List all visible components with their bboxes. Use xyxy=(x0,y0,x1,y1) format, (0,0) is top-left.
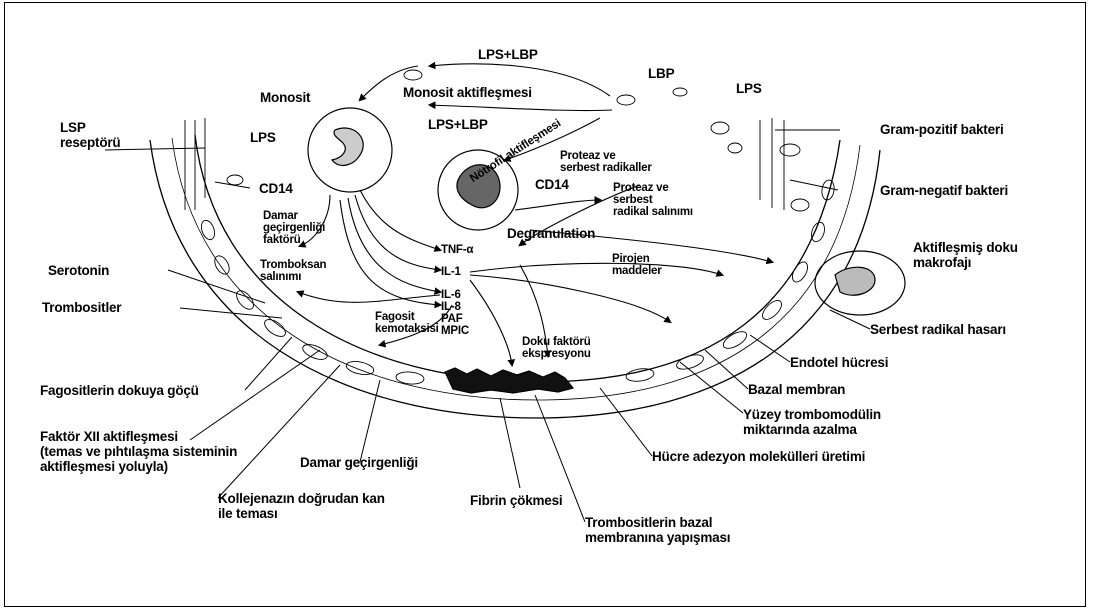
label-fibrin: Fibrin çökmesi xyxy=(470,493,562,508)
label-serotonin: Serotonin xyxy=(48,263,109,278)
label-proteaz-radikaller: Proteaz ve serbest radikaller xyxy=(560,150,652,174)
label-damar-gecirgenligi: Damar geçirgenliği xyxy=(300,455,418,470)
label-damar-gecirgenligi-faktoru: Damar geçirgenliği faktörü xyxy=(263,210,325,246)
label-cd14-left: CD14 xyxy=(259,181,293,196)
label-doku-faktoru: Doku faktörü ekspresyonu xyxy=(522,336,591,360)
label-il6-group: IL-6 IL-8 PAF MPIC xyxy=(441,289,469,337)
label-cd14-right: CD14 xyxy=(535,177,569,192)
label-gram-negatif: Gram-negatif bakteri xyxy=(880,183,1008,198)
label-serbest-radikal: Serbest radikal hasarı xyxy=(870,322,1006,337)
label-monosit-aktiflesmesi: Monosit aktifleşmesi xyxy=(403,85,532,100)
label-lps-left: LPS xyxy=(250,130,276,145)
label-kollajen: Kollejenazın doğrudan kan ile teması xyxy=(218,491,385,521)
macrophage-cell xyxy=(815,251,905,315)
label-proteaz-salinimi: Proteaz ve serbest radikal salınımı xyxy=(613,182,693,218)
label-hucre-adezyon: Hücre adezyon molekülleri üretimi xyxy=(652,449,865,464)
label-fagosit-goc: Fagositlerin dokuya göçü xyxy=(40,383,199,398)
label-monosit: Monosit xyxy=(260,90,310,105)
label-gram-pozitif: Gram-pozitif bakteri xyxy=(880,122,1004,137)
label-trombosit-bazal: Trombositlerin bazal membranına yapışmas… xyxy=(585,515,730,545)
label-lsp-reseptoru: LSP reseptörü xyxy=(60,120,120,150)
label-lps-lbp-mid: LPS+LBP xyxy=(428,117,488,132)
label-pirojen-maddeler: Pirojen maddeler xyxy=(612,253,662,277)
label-degranulation: Degranulation xyxy=(507,226,595,241)
label-aktif-makrofaj: Aktifleşmiş doku makrofajı xyxy=(913,240,1018,270)
label-trombositler: Trombositler xyxy=(42,300,121,315)
label-il1: IL-1 xyxy=(441,266,461,278)
label-endotel: Endotel hücresi xyxy=(790,355,888,370)
label-lbp: LBP xyxy=(648,66,674,81)
label-fagosit-kemotaksisi: Fagosit kemotaksisi xyxy=(375,311,439,335)
label-yuzey-trombomodulin: Yüzey trombomodülin miktarında azalma xyxy=(743,407,881,437)
label-tnf: TNF-α xyxy=(441,244,473,256)
label-bazal-membran: Bazal membran xyxy=(748,382,845,397)
label-lps-lbp-top: LPS+LBP xyxy=(478,47,538,62)
monocyte-cell xyxy=(308,108,392,192)
label-tromboksan-salinimi: Tromboksan salınımı xyxy=(260,259,326,283)
label-faktor-xii: Faktör XII aktifleşmesi (temas ve pıhtıl… xyxy=(40,429,237,474)
label-lps-right: LPS xyxy=(736,81,762,96)
